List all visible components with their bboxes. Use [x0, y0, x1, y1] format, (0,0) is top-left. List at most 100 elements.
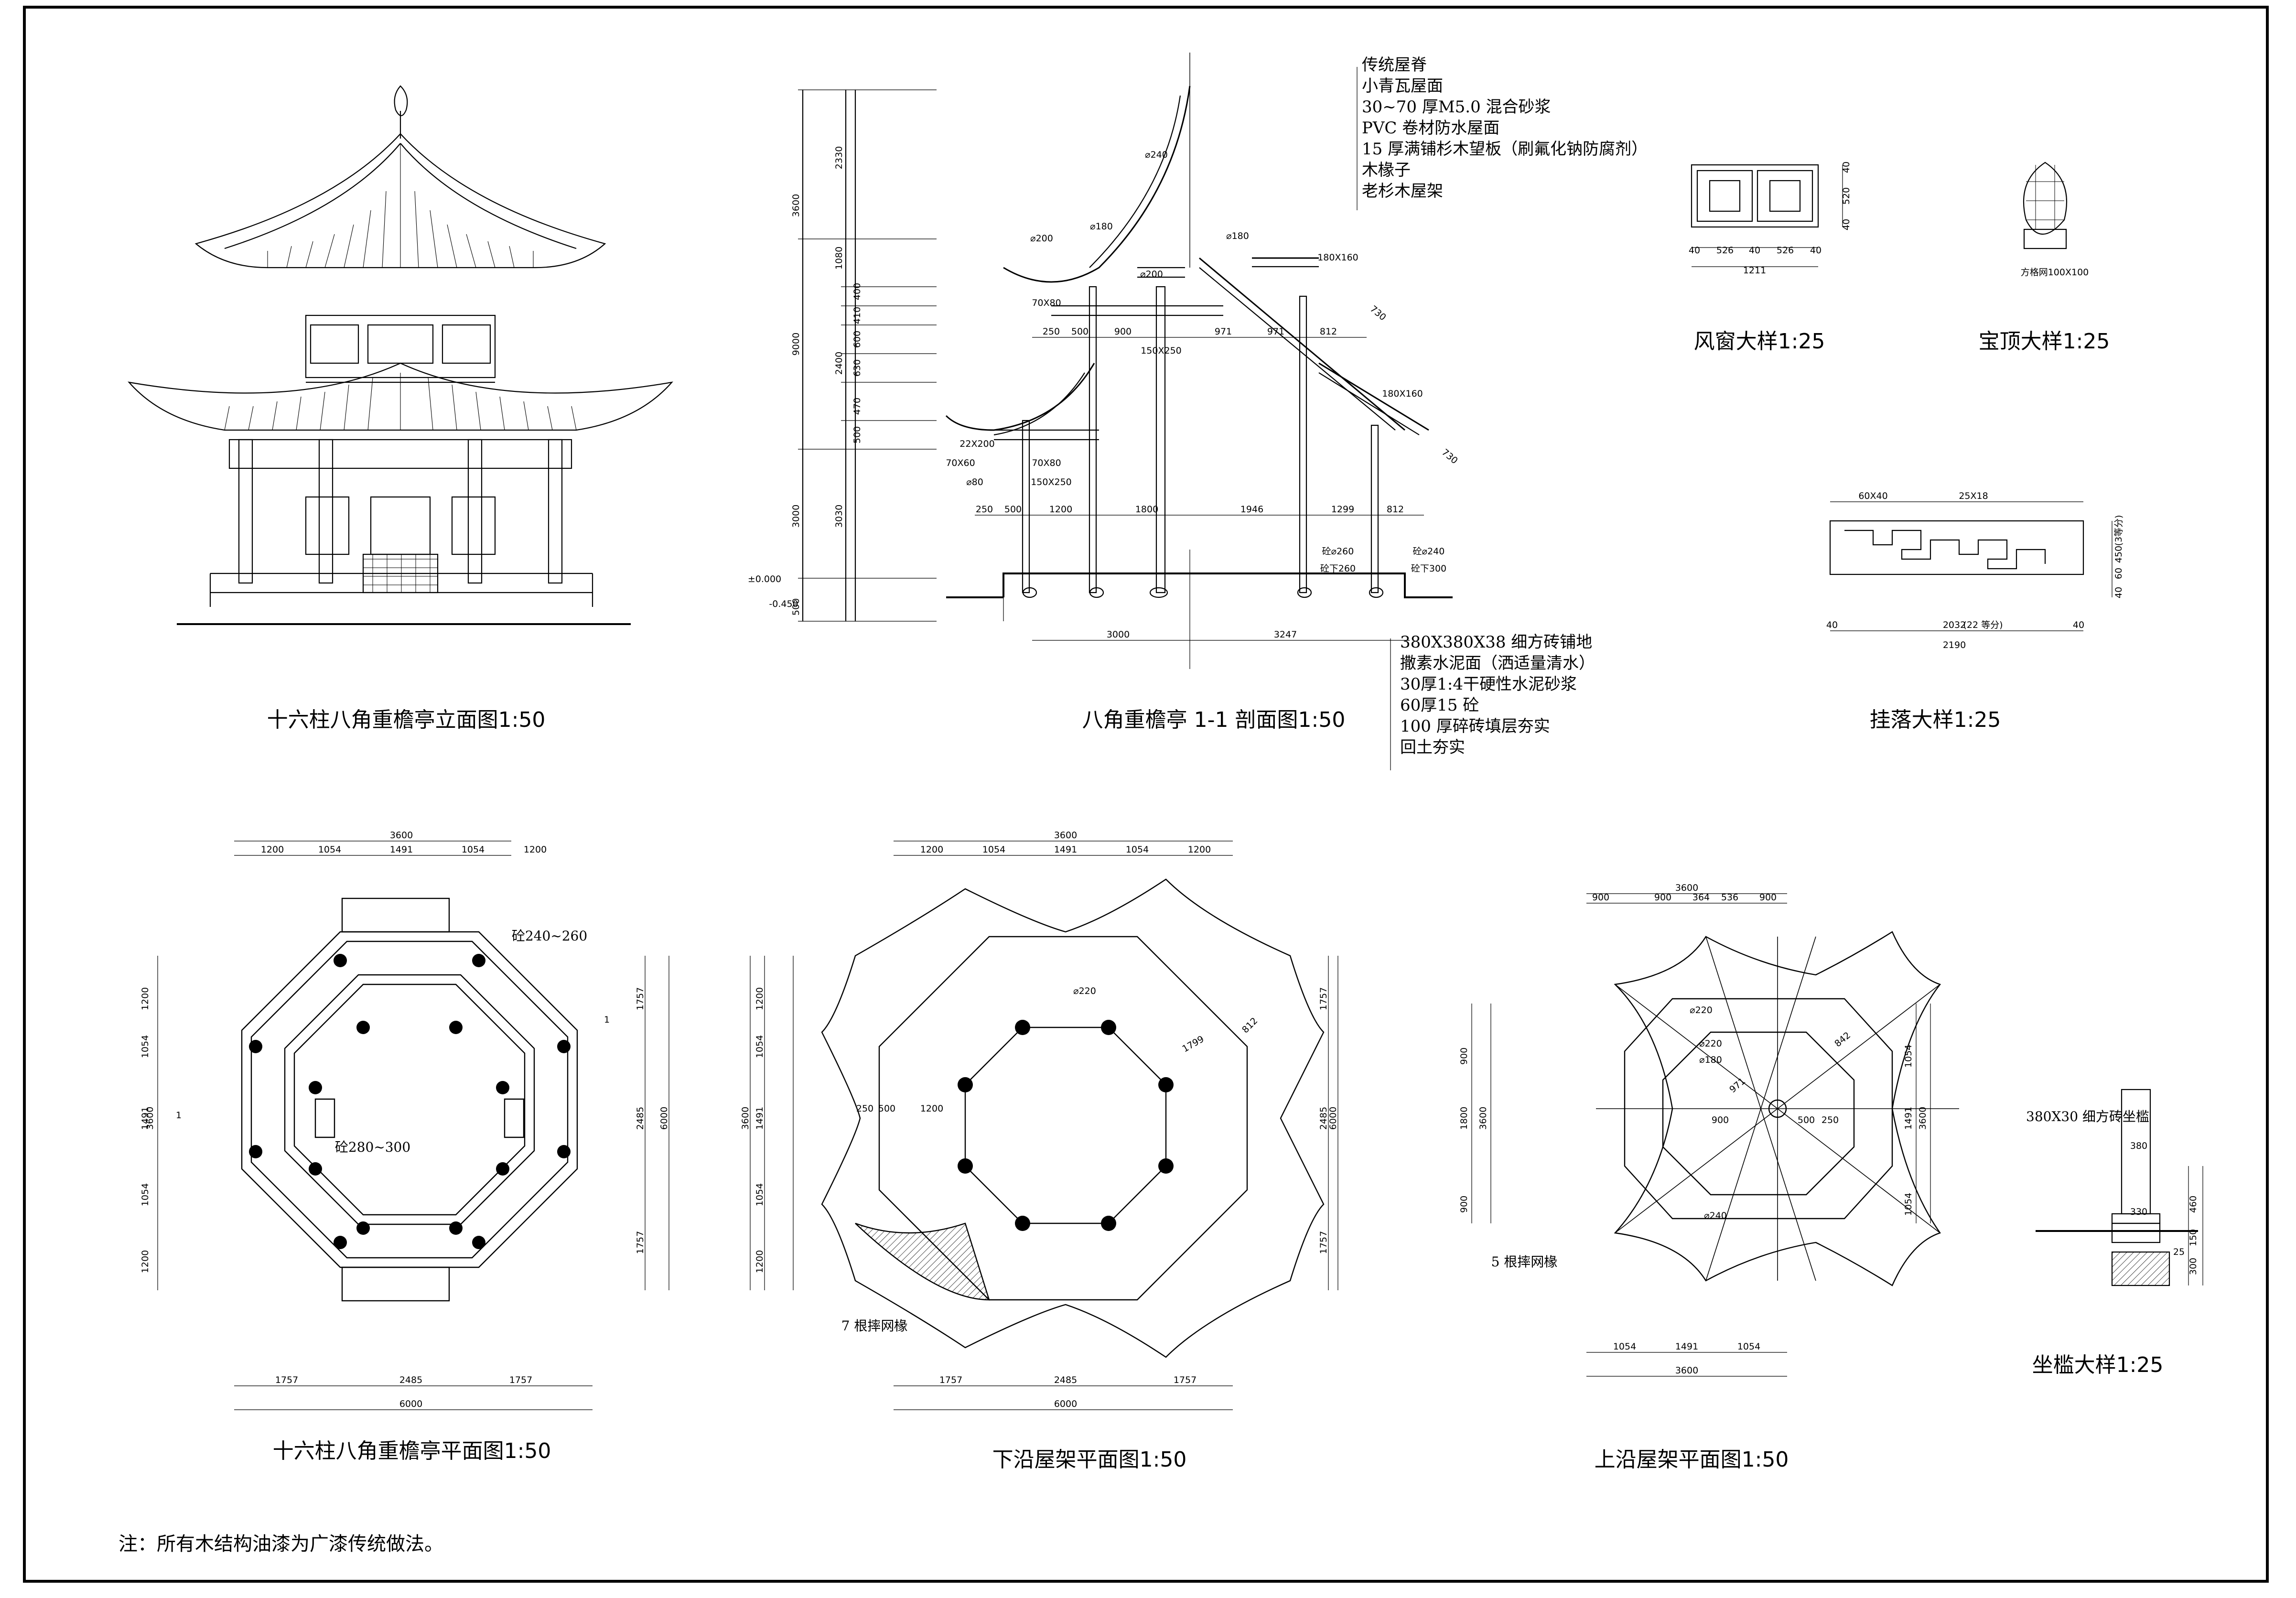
- footing-label: 砼⌀260: [1322, 546, 1354, 557]
- plan-total-dim: 3600: [390, 830, 413, 841]
- upper-plan-label: ⌀240: [1704, 1210, 1727, 1221]
- upper-plan-label: 900: [1712, 1115, 1729, 1125]
- column-dot: [449, 1221, 463, 1235]
- lower-plan-dim: 2485: [1054, 1375, 1077, 1385]
- column-dot: [249, 1040, 262, 1053]
- fascia-height-dim: 40: [2113, 587, 2124, 598]
- section-base-dim: 3000: [1107, 629, 1130, 640]
- upper-plan-label: ⌀220: [1699, 1038, 1722, 1049]
- upper-plan-dim: 900: [1459, 1047, 1469, 1065]
- upper-plan-label: 250: [1822, 1115, 1839, 1125]
- lower-plan-label: 1799: [1181, 1034, 1206, 1054]
- finial-grid-label: 方格网100X100: [2021, 267, 2089, 278]
- lower-plan-rafter-note: 7 根摔网椽: [841, 1318, 908, 1334]
- column-dot: [334, 1236, 347, 1249]
- plan-dim: 1757: [275, 1375, 298, 1385]
- plan-dim: 1054: [462, 844, 485, 855]
- lower-plan-dim: 1757: [1318, 1231, 1329, 1254]
- lower-plan-label: 1200: [920, 1103, 943, 1114]
- seat-rail-dim: 300: [2188, 1258, 2199, 1275]
- lower-plan-dim: 1200: [1188, 844, 1211, 855]
- column-dot: [472, 954, 485, 967]
- member-label: ⌀200: [1030, 233, 1053, 244]
- window-dim: 526: [1777, 245, 1794, 256]
- hanging-fascia-drawing: [1829, 501, 2113, 631]
- column-dot: [496, 1081, 509, 1094]
- title-upper-roof-plan: 上沿屋架平面图1:50: [1594, 1447, 1789, 1472]
- footing-label: 砼⌀240: [1413, 546, 1445, 557]
- upper-plan-label: ⌀180: [1699, 1055, 1722, 1065]
- upper-plan-total-dim: 3600: [1675, 883, 1698, 893]
- section-dim-inner: 470: [852, 398, 862, 415]
- member-label: 150X250: [1031, 477, 1072, 487]
- upper-plan-dim: 1054: [1613, 1341, 1636, 1352]
- plan-total-dim: 6000: [399, 1399, 422, 1409]
- plan-dim: 1200: [140, 1250, 151, 1273]
- section-lower-dim: 812: [1387, 504, 1404, 515]
- plan-dim: 2485: [399, 1375, 422, 1385]
- member-label: ⌀200: [1140, 269, 1163, 280]
- member-label: 150X250: [1141, 346, 1182, 356]
- upper-plan-dim: 900: [1459, 1196, 1469, 1213]
- window-height-dim: 40: [1841, 219, 1852, 230]
- floor-layer: 380X380X38 细方砖铺地: [1400, 633, 1593, 652]
- section-lower-dim: 1299: [1331, 504, 1354, 515]
- section-upper-dim: 500: [1071, 326, 1089, 337]
- title-elevation: 十六柱八角重檐亭立面图1:50: [267, 708, 546, 732]
- plan-dim: 1054: [140, 1035, 151, 1058]
- section-upper-dim: 900: [1114, 326, 1132, 337]
- fascia-dim: 40: [2073, 620, 2084, 630]
- member-label: 22X200: [959, 439, 994, 449]
- title-lower-roof-plan: 下沿屋架平面图1:50: [992, 1447, 1187, 1472]
- member-label: ⌀180: [1090, 221, 1113, 232]
- member-label: 70X80: [1032, 298, 1061, 308]
- lower-plan-dim: 1200: [755, 987, 765, 1010]
- sheet-border: [23, 6, 2269, 1583]
- upper-plan-label: 971: [1727, 1076, 1747, 1095]
- upper-plan-total-dim: 3600: [1675, 1365, 1698, 1376]
- column-dot: [1101, 1020, 1116, 1035]
- lower-plan-total-dim: 3600: [740, 1107, 751, 1130]
- seat-rail-label: 330: [2130, 1207, 2147, 1217]
- floor-layer: 60厚15 砼: [1400, 696, 1479, 715]
- lower-plan-label: ⌀220: [1073, 986, 1096, 996]
- lower-plan-label: 812: [1240, 1015, 1260, 1035]
- column-dot: [356, 1021, 370, 1034]
- section-dim-inner: 630: [852, 359, 862, 377]
- section-lower-dim: 1800: [1135, 504, 1158, 515]
- column-dot: [1158, 1158, 1174, 1174]
- window-dim: 40: [1810, 245, 1822, 256]
- section-upper-dim: 971: [1215, 326, 1232, 337]
- lower-plan-label: 500: [878, 1103, 895, 1114]
- section-dim-inner: 410: [852, 307, 862, 324]
- plan-dim: 2485: [635, 1107, 646, 1130]
- plan-dim: 1757: [509, 1375, 532, 1385]
- plan-total-dim: 6000: [659, 1107, 669, 1130]
- roof-layer: 老杉木屋架: [1362, 182, 1443, 201]
- upper-plan-dim: 1054: [1737, 1341, 1760, 1352]
- column-dot: [1158, 1077, 1174, 1092]
- fascia-dim: 25X18: [1959, 491, 1988, 501]
- upper-plan-dim: 900: [1592, 892, 1609, 903]
- upper-plan-dim: 1800: [1459, 1107, 1469, 1130]
- fascia-height-dim: 450: [2113, 546, 2124, 563]
- section-base-dim: 3247: [1274, 629, 1297, 640]
- upper-plan-dim: 1491: [1675, 1341, 1698, 1352]
- lower-plan-dim: 1054: [1126, 844, 1149, 855]
- section-dim-inner: 600: [852, 331, 862, 348]
- plan-total-dim: 3600: [145, 1107, 155, 1130]
- lower-plan-total-dim: 3600: [1054, 830, 1077, 841]
- lower-plan-dim: 1054: [982, 844, 1005, 855]
- plan-dim: 1054: [140, 1183, 151, 1206]
- column-dot: [334, 954, 347, 967]
- upper-plan-dim: 900: [1759, 892, 1777, 903]
- upper-plan-dim: 364: [1692, 892, 1710, 903]
- column-dot: [472, 1236, 485, 1249]
- lower-plan-dim: 1200: [920, 844, 943, 855]
- fascia-height-dim: 60: [2113, 568, 2124, 579]
- plan-dim: 1491: [140, 1107, 151, 1130]
- seat-rail-label: 380X30 细方砖坐槛: [2026, 1109, 2149, 1124]
- slope-dim: 730: [1368, 303, 1388, 323]
- column-dots-layer: [249, 954, 1174, 1249]
